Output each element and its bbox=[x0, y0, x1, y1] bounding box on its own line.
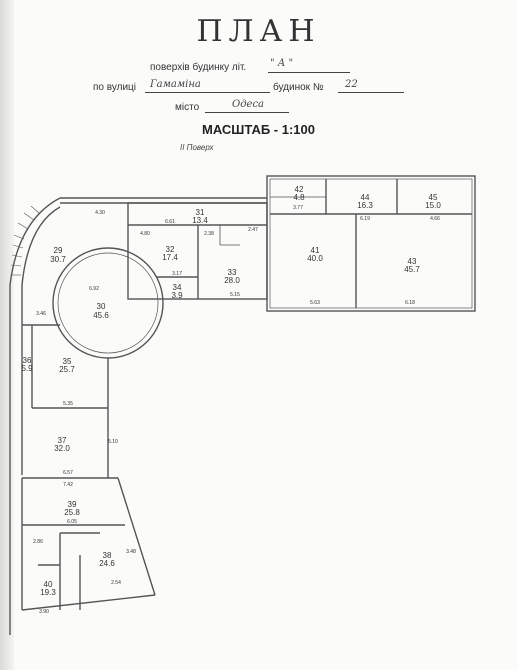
dimension-label: 6.61 bbox=[165, 219, 175, 225]
room-36-area: 5.9 bbox=[21, 364, 33, 373]
room-29-area: 30.7 bbox=[50, 255, 66, 264]
dimension-label: 2.38 bbox=[204, 231, 214, 237]
dimension-label: 3.77 bbox=[293, 205, 303, 211]
room-35-area: 25.7 bbox=[59, 365, 75, 374]
dimension-label: 6.05 bbox=[67, 519, 77, 525]
room-30-number: 30 bbox=[97, 302, 106, 311]
room-41-number: 41 bbox=[311, 246, 320, 255]
room-39-number: 39 bbox=[68, 500, 77, 509]
dimension-label: 6.19 bbox=[360, 216, 370, 222]
dimension-labels: 4.30 6.61 4.80 2.38 2.47 3.17 5.15 5.63 … bbox=[33, 205, 440, 615]
dimension-label: 7.42 bbox=[63, 482, 73, 488]
room-38-number: 38 bbox=[103, 551, 112, 560]
dimension-label: 3.90 bbox=[39, 609, 49, 615]
dimension-label: 4.30 bbox=[95, 210, 105, 216]
room-33-area: 28.0 bbox=[224, 276, 240, 285]
room-44-number: 44 bbox=[361, 193, 370, 202]
dimension-label: 5.63 bbox=[310, 300, 320, 306]
room-36-number: 36 bbox=[23, 356, 32, 365]
city-underline bbox=[205, 112, 289, 113]
room-42-area: 4.8 bbox=[293, 193, 305, 202]
room-43-number: 43 bbox=[408, 257, 417, 266]
scale-label: МАСШТАБ - 1:100 bbox=[201, 122, 315, 137]
dimension-label: 6.18 bbox=[405, 300, 415, 306]
dimension-label: 2.54 bbox=[111, 580, 121, 586]
room-41-area: 40.0 bbox=[307, 254, 323, 263]
street-underline bbox=[145, 92, 270, 93]
room-38-area: 24.6 bbox=[99, 559, 115, 568]
page-title: ПЛАН bbox=[196, 14, 321, 49]
city-label: місто bbox=[175, 102, 200, 113]
room-35-number: 35 bbox=[63, 357, 72, 366]
city-value: Одеса bbox=[232, 99, 265, 110]
room-34-area: 3.9 bbox=[171, 291, 183, 300]
street-label: по вулиці bbox=[93, 82, 136, 93]
room-40-area: 19.3 bbox=[40, 588, 56, 597]
floors-underline bbox=[268, 72, 350, 73]
dimension-label: 6.92 bbox=[89, 286, 99, 292]
dimension-label: 5.10 bbox=[108, 439, 118, 445]
room-33-number: 33 bbox=[228, 268, 237, 277]
room-45-number: 45 bbox=[429, 193, 438, 202]
dimension-label: 4.80 bbox=[140, 231, 150, 237]
building-label: будинок № bbox=[273, 82, 324, 93]
building-value: 22 bbox=[345, 79, 358, 90]
room-37-area: 32.0 bbox=[54, 444, 70, 453]
room-32-number: 32 bbox=[166, 245, 175, 254]
room-34-number: 34 bbox=[173, 283, 182, 292]
room-45-area: 15.0 bbox=[425, 201, 441, 210]
building-underline bbox=[338, 92, 404, 93]
room-29-number: 29 bbox=[54, 246, 63, 255]
room-31-area: 13.4 bbox=[192, 216, 208, 225]
floors-label: поверхів будинку літ. bbox=[150, 62, 247, 73]
room-37-number: 37 bbox=[58, 436, 67, 445]
street-value: Гамаміна bbox=[150, 79, 201, 90]
room-30-area: 45.6 bbox=[93, 311, 109, 320]
floor-label: II Поверх bbox=[180, 143, 214, 152]
dimension-label: 4.66 bbox=[430, 216, 440, 222]
dimension-label: 3.17 bbox=[172, 271, 182, 277]
room-31-number: 31 bbox=[196, 208, 205, 217]
room-39-area: 25.8 bbox=[64, 508, 80, 517]
room-43-area: 45.7 bbox=[404, 265, 420, 274]
room-32-area: 17.4 bbox=[162, 253, 178, 262]
room-44-area: 16.3 bbox=[357, 201, 373, 210]
floor-plan-drawing: 29 30.7 30 45.6 31 13.4 32 17.4 33 28.0 … bbox=[9, 175, 476, 635]
dimension-label: 5.35 bbox=[63, 401, 73, 407]
dimension-label: 2.86 bbox=[33, 539, 43, 545]
dimension-label: 3.48 bbox=[126, 549, 136, 555]
room-42-number: 42 bbox=[295, 185, 304, 194]
room-labels: 29 30.7 30 45.6 31 13.4 32 17.4 33 28.0 … bbox=[21, 185, 441, 597]
dimension-label: 3.46 bbox=[36, 311, 46, 317]
room-40-number: 40 bbox=[44, 580, 53, 589]
dimension-label: 5.15 bbox=[230, 292, 240, 298]
dimension-label: 2.47 bbox=[248, 227, 258, 233]
floors-value: " А " bbox=[270, 58, 294, 69]
dimension-label: 6.57 bbox=[63, 470, 73, 476]
rotunda-wall bbox=[52, 247, 164, 359]
